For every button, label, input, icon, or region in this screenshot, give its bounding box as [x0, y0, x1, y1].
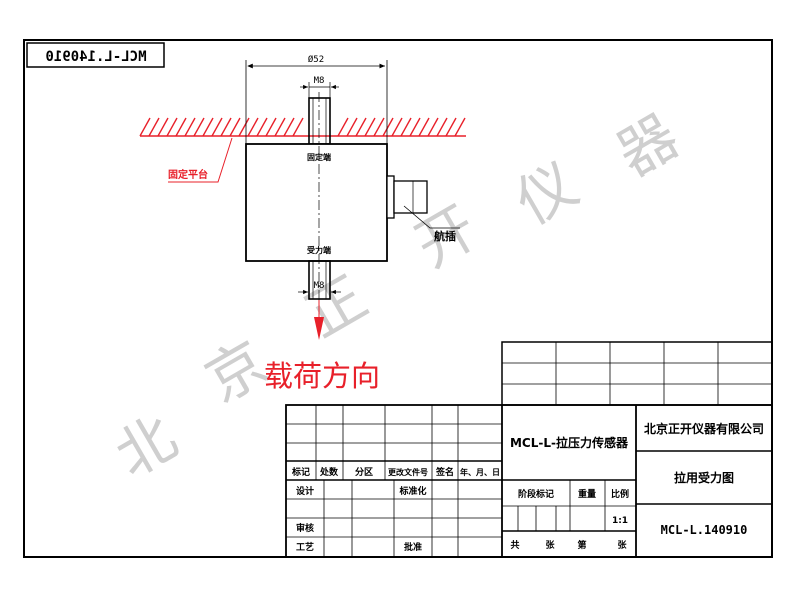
mirrored-code-box: MCL-L.140910 [26, 42, 165, 68]
mirrored-drawing-code: MCL-L.140910 [45, 49, 146, 65]
rev-header-date: 年、月、日 [460, 467, 500, 477]
design-label: 设计 [296, 485, 314, 497]
rev-header-zone: 分区 [355, 466, 373, 478]
sheet-no-unit: 张 [617, 539, 627, 551]
force-end-label: 受力端 [307, 245, 331, 255]
scale-label: 比例 [611, 488, 629, 500]
approve-label: 批准 [404, 541, 422, 553]
top-stud [308, 97, 331, 145]
bottom-stud [308, 260, 331, 300]
top-thread-label: M8 [314, 76, 325, 86]
load-direction-label: 载荷方向 [264, 359, 380, 393]
stage-mark-label: 阶段标记 [518, 488, 554, 500]
review-label: 审核 [296, 522, 314, 534]
process-label: 工艺 [296, 541, 314, 553]
bottom-thread-dimension: M8 [298, 281, 341, 295]
load-direction-arrow [314, 300, 324, 340]
rev-header-sign: 签名 [435, 466, 454, 478]
weight-label: 重量 [578, 488, 596, 500]
connector-callout: 航插 [403, 205, 460, 243]
watermark-char-6: 器 [606, 102, 690, 190]
company-name: 北京正开仪器有限公司 [644, 421, 764, 436]
fixed-platform-label: 固定平台 [168, 168, 208, 181]
drawing-title: 拉用受力图 [674, 470, 734, 485]
rev-header-doc: 更改文件号 [388, 467, 428, 477]
connector [386, 175, 428, 219]
diameter-label: Ø52 [308, 54, 324, 65]
watermark-char-3: 正 [294, 263, 378, 351]
watermark-char-5: 仪 [505, 150, 589, 238]
bottom-thread-label: M8 [314, 281, 325, 291]
standardize-label: 标准化 [398, 485, 426, 497]
product-name: MCL-L-拉压力传感器 [510, 435, 629, 450]
sheet-no-label: 第 [577, 539, 586, 551]
fixed-end-label: 固定端 [307, 152, 331, 162]
watermark-char-1: 北 [104, 403, 188, 491]
connector-label: 航插 [434, 229, 456, 243]
title-block-text: 标记 处数 分区 更改文件号 签名 年、月、日 设计 标准化 审核 工艺 批准 … [291, 421, 764, 553]
rev-header-mark: 标记 [291, 466, 310, 478]
watermark: 北 京 正 开 仪 器 [104, 102, 690, 491]
sheet-total-unit: 张 [545, 539, 555, 551]
rev-header-count: 处数 [319, 466, 339, 478]
drawing-number: MCL-L.140910 [661, 523, 748, 537]
sheet-total-label: 共 [510, 539, 519, 551]
fixed-platform-callout: 固定平台 [168, 137, 233, 183]
scale-value: 1:1 [612, 516, 628, 526]
fixed-platform-hatch [139, 117, 466, 137]
diameter-dimension: Ø52 [245, 54, 388, 146]
top-thread-dimension: M8 [300, 76, 339, 100]
title-block [285, 341, 773, 558]
